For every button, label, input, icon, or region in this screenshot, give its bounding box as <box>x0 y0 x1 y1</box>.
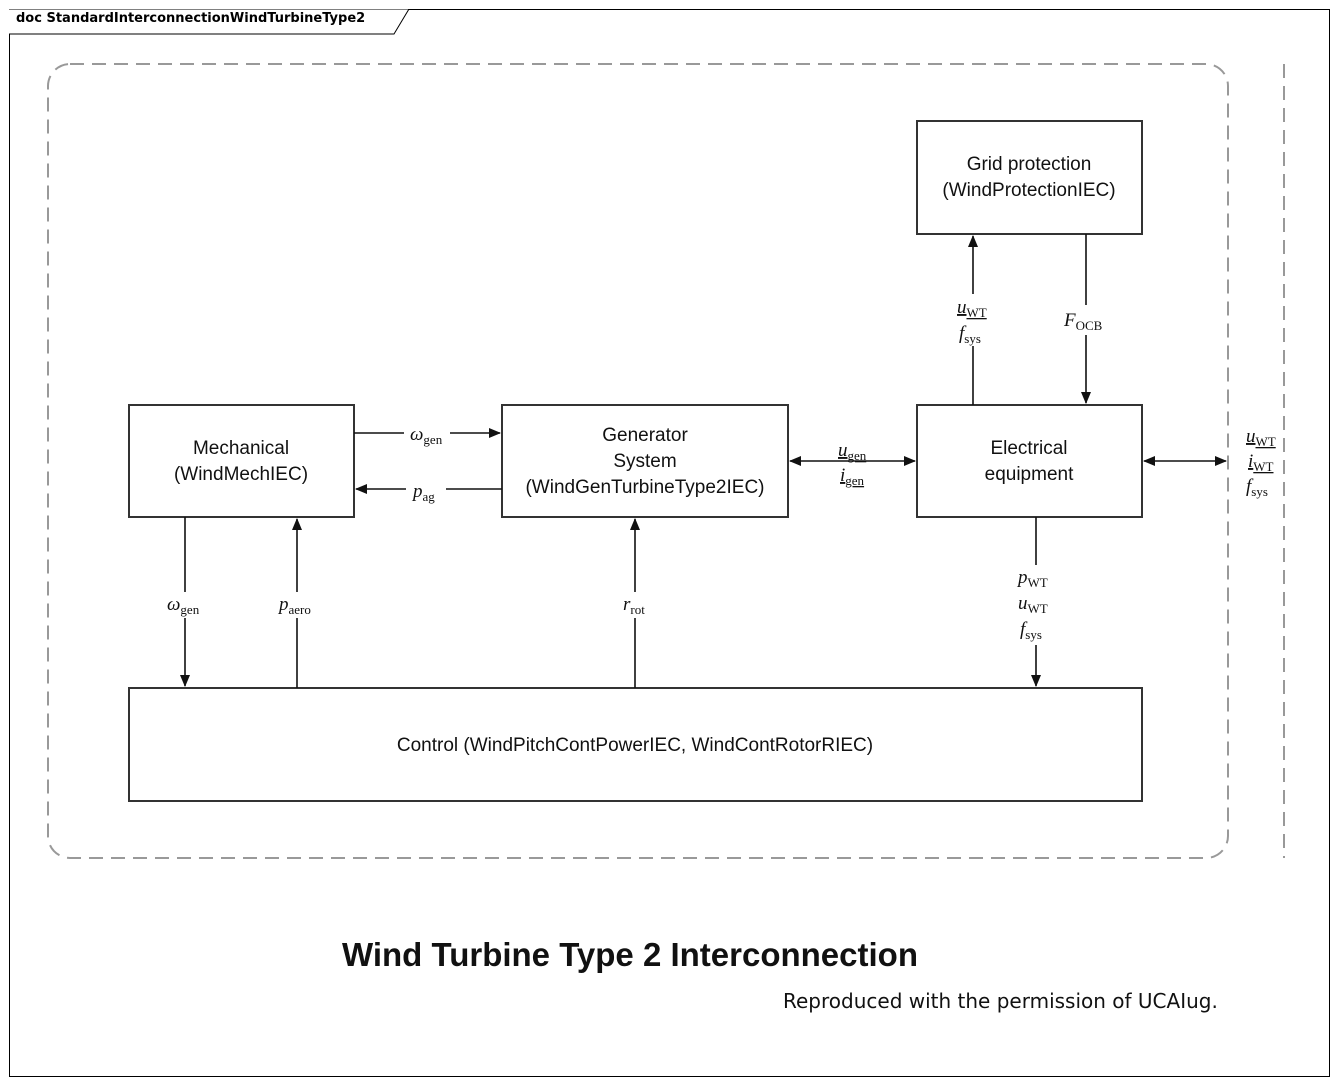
signal-i-gen: igen <box>840 465 865 488</box>
grid-protection-label-2: (WindProtectionIEC) <box>942 180 1115 201</box>
control-block: Control (WindPitchContPowerIEC, WindCont… <box>128 687 1143 802</box>
permission-credit: Reproduced with the permission of UCAIug… <box>783 989 1218 1013</box>
signal-f-ocb: FOCB <box>1063 310 1103 333</box>
diagram-title: Wind Turbine Type 2 Interconnection <box>341 936 918 973</box>
turbine-boundary <box>47 63 1229 859</box>
signal-u-gen: ugen <box>838 440 867 463</box>
grid-protection-label-1: Grid protection <box>967 154 1092 175</box>
signal-omega-gen-down: ωgen <box>167 594 200 617</box>
signal-r-rot: rrot <box>623 594 645 617</box>
electrical-label-2: equipment <box>985 464 1074 485</box>
signal-p-aero: paero <box>277 594 311 617</box>
mechanical-block: Mechanical (WindMechIEC) <box>128 404 355 518</box>
control-label: Control (WindPitchContPowerIEC, WindCont… <box>397 735 873 756</box>
electrical-block: Electrical equipment <box>916 404 1143 518</box>
signal-u-wt-down: uWT <box>1018 593 1048 616</box>
signal-f-sys-right: fsys <box>1246 476 1268 499</box>
signal-u-wt-up: uWT <box>957 297 987 320</box>
signal-f-sys-down: fsys <box>1020 619 1042 642</box>
generator-label-3: (WindGenTurbineType2IEC) <box>525 477 764 498</box>
frame-tab-label: doc StandardInterconnectionWindTurbineTy… <box>16 11 366 26</box>
signal-p-ag: pag <box>411 481 435 504</box>
signal-i-wt-right: iWT <box>1248 451 1274 474</box>
signal-p-wt-down: pWT <box>1016 567 1048 590</box>
generator-label-2: System <box>613 451 676 472</box>
diagram-frame <box>9 9 1330 1077</box>
mechanical-label-2: (WindMechIEC) <box>174 464 308 485</box>
grid-protection-block: Grid protection (WindProtectionIEC) <box>916 120 1143 235</box>
generator-label-1: Generator <box>602 425 688 446</box>
generator-block: Generator System (WindGenTurbineType2IEC… <box>501 404 789 518</box>
frame-tab <box>9 9 410 35</box>
mechanical-label-1: Mechanical <box>193 438 289 459</box>
signal-u-wt-right: uWT <box>1246 426 1276 449</box>
electrical-label-1: Electrical <box>990 438 1067 459</box>
signal-omega-gen-top: ωgen <box>410 424 443 447</box>
signal-f-sys-up: fsys <box>959 323 981 346</box>
